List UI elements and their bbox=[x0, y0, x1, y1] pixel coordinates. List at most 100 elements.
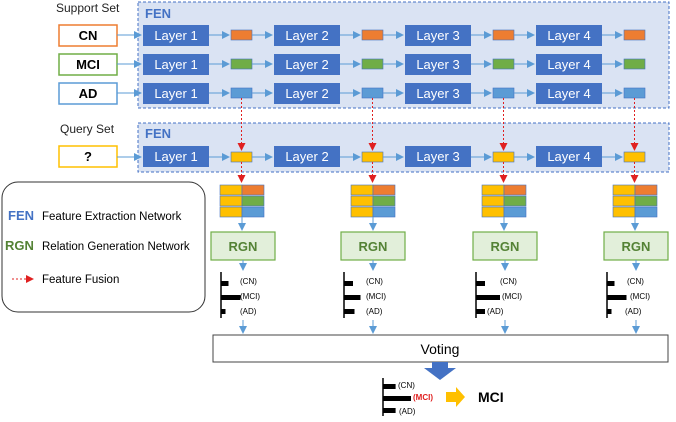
legend-rgn-abbr: RGN bbox=[5, 238, 34, 253]
layer-label: Layer 4 bbox=[547, 86, 590, 101]
layer-box bbox=[405, 54, 471, 75]
feature-map-cn bbox=[623, 29, 646, 41]
output-bar-ad bbox=[607, 309, 612, 314]
feature-map-ad bbox=[623, 87, 646, 99]
output-bar-cn bbox=[383, 384, 396, 389]
input-mci-label: MCI bbox=[76, 57, 100, 72]
layer-box bbox=[536, 54, 602, 75]
feature-map-cn bbox=[361, 29, 384, 41]
input-cn-label: CN bbox=[79, 28, 98, 43]
output-bar-mci bbox=[221, 295, 241, 300]
layer-box bbox=[405, 25, 471, 46]
output-label-ad: (AD) bbox=[487, 307, 504, 316]
layer-label: Layer 2 bbox=[285, 149, 328, 164]
output-bar-cn bbox=[344, 281, 353, 286]
output-label-mci: (MCI) bbox=[240, 292, 260, 301]
feature-map-cn bbox=[492, 29, 515, 41]
feature-map-mci bbox=[230, 58, 253, 70]
feature-map-query bbox=[361, 151, 384, 163]
output-bar-ad bbox=[221, 309, 226, 314]
output-label-mci: (MCI) bbox=[502, 292, 522, 301]
legend-box bbox=[1, 181, 206, 313]
layer-label: Layer 1 bbox=[154, 149, 197, 164]
layer-box bbox=[536, 146, 602, 167]
feature-map-query bbox=[623, 151, 646, 163]
voting-down-arrow bbox=[424, 362, 456, 380]
layer-label: Layer 3 bbox=[416, 57, 459, 72]
layer-label: Layer 3 bbox=[416, 28, 459, 43]
final-output: (CN) (MCI) (AD) bbox=[382, 378, 433, 416]
feature-map-ad bbox=[361, 87, 384, 99]
final-label-cn: (CN) bbox=[398, 381, 415, 390]
output-label-cn: (CN) bbox=[240, 277, 257, 286]
row-cn: Layer 1 Layer 2 Layer 3 Layer 4 bbox=[143, 25, 646, 46]
feature-map-mci bbox=[361, 58, 384, 70]
input-query-label: ? bbox=[84, 149, 92, 164]
output-label-mci: (MCI) bbox=[630, 292, 650, 301]
layer-box bbox=[536, 83, 602, 104]
fen-query-label: FEN bbox=[145, 126, 171, 141]
support-set-label: Support Set bbox=[56, 1, 120, 15]
feature-map-mci bbox=[492, 58, 515, 70]
layer-box bbox=[405, 83, 471, 104]
output-bar-mci bbox=[383, 396, 411, 401]
layer-label: Layer 1 bbox=[154, 28, 197, 43]
rgn-output-2: (CN) (MCI) (AD) bbox=[343, 272, 386, 318]
feature-map-ad bbox=[230, 87, 253, 99]
row-mci: Layer 1 Layer 2 Layer 3 Layer 4 bbox=[143, 54, 646, 75]
rgn-label: RGN bbox=[491, 239, 520, 254]
layer-box bbox=[274, 25, 340, 46]
output-bar-cn bbox=[476, 281, 485, 286]
row-ad: Layer 1 Layer 2 Layer 3 Layer 4 bbox=[143, 83, 646, 104]
feature-map-mci bbox=[623, 58, 646, 70]
layer-label: Layer 2 bbox=[285, 28, 328, 43]
legend-fusion-text: Feature Fusion bbox=[42, 274, 119, 286]
output-bar-mci bbox=[344, 295, 361, 300]
layer-label: Layer 1 bbox=[154, 57, 197, 72]
fused-features-1 bbox=[219, 184, 265, 218]
layer-box bbox=[143, 54, 209, 75]
rgn-output-3: (CN) (MCI) (AD) bbox=[475, 272, 522, 318]
layer-box bbox=[405, 146, 471, 167]
layer-label: Layer 4 bbox=[547, 57, 590, 72]
rgn-output-4: (CN) (MCI) (AD) bbox=[606, 272, 650, 318]
rgn-box-2 bbox=[340, 231, 406, 261]
output-bar-ad bbox=[383, 408, 396, 413]
output-bar-cn bbox=[221, 281, 229, 286]
layer-box bbox=[274, 146, 340, 167]
input-ad-label: AD bbox=[79, 86, 98, 101]
legend-fen-abbr: FEN bbox=[8, 208, 34, 223]
feature-map-query bbox=[492, 151, 515, 163]
result-label: MCI bbox=[478, 389, 504, 405]
feature-map-cn bbox=[230, 29, 253, 41]
rgn-label: RGN bbox=[622, 239, 651, 254]
result-arrow bbox=[446, 387, 465, 407]
rgn-box-4 bbox=[603, 231, 669, 261]
rgn-label: RGN bbox=[359, 239, 388, 254]
voting-box bbox=[212, 334, 669, 363]
layer-box bbox=[536, 25, 602, 46]
layer-box bbox=[274, 83, 340, 104]
layer-label: Layer 2 bbox=[285, 86, 328, 101]
output-bar-mci bbox=[607, 295, 627, 300]
rgn-output-1: (CN) (MCI) (AD) bbox=[220, 272, 260, 318]
output-bar-mci bbox=[476, 295, 500, 300]
output-label-cn: (CN) bbox=[366, 277, 383, 286]
layer-label: Layer 4 bbox=[547, 149, 590, 164]
output-label-ad: (AD) bbox=[366, 307, 383, 316]
layer-box bbox=[143, 25, 209, 46]
layer-label: Layer 1 bbox=[154, 86, 197, 101]
feature-map-query bbox=[230, 151, 253, 163]
fen-support-label: FEN bbox=[145, 6, 171, 21]
output-label-mci: (MCI) bbox=[366, 292, 386, 301]
rgn-label: RGN bbox=[229, 239, 258, 254]
output-bar-ad bbox=[344, 309, 355, 314]
layer-label: Layer 2 bbox=[285, 57, 328, 72]
output-label-cn: (CN) bbox=[500, 277, 517, 286]
layer-label: Layer 4 bbox=[547, 28, 590, 43]
layer-label: Layer 3 bbox=[416, 86, 459, 101]
layer-box bbox=[143, 83, 209, 104]
output-label-ad: (AD) bbox=[240, 307, 257, 316]
layer-box bbox=[274, 54, 340, 75]
fused-features-2 bbox=[350, 184, 396, 218]
